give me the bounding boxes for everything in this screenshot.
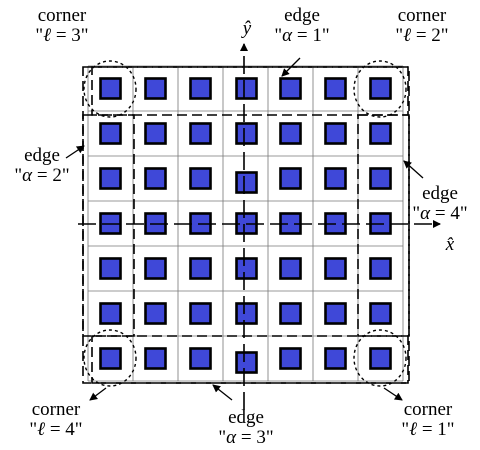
unit-cell-square [279,347,302,370]
unit-cell-square [144,302,167,325]
unit-cell-square [189,302,212,325]
unit-cell-square [99,347,122,370]
x-axis-label: x̂ [445,234,455,255]
arrow-edge-top [281,57,301,77]
unit-cell-square [189,257,212,280]
corner-circle-bl [83,329,137,387]
unit-cell-square [189,122,212,145]
arrow-corner-bl [89,387,107,401]
unit-cell-square [189,167,212,190]
unit-cell-square [369,77,392,100]
unit-cells [99,77,392,374]
unit-cell-square [235,171,258,194]
axes [78,43,441,410]
unit-cell-square [324,167,347,190]
unit-cell-square [324,302,347,325]
unit-cell-square [99,77,122,100]
unit-cell-square [99,302,122,325]
unit-cell-square [144,257,167,280]
unit-cell-square [99,257,122,280]
unit-cell-square [324,257,347,280]
unit-cell-square [144,77,167,100]
edge-label-bottom: edge "α = 3" [218,407,274,448]
arrow-edge-left [65,145,85,159]
unit-cell-square [235,77,258,100]
top-edge-box [91,66,409,116]
unit-cell-square [189,77,212,100]
edge-label-right: edge "α = 4" [412,183,468,224]
unit-cell-square [279,167,302,190]
corner-circle-tl [83,60,137,118]
corner-circle-br [353,329,407,387]
unit-cell-square [144,347,167,370]
unit-cell-square [189,347,212,370]
unit-cell-square [369,167,392,190]
corner-label-tr: corner "ℓ = 2" [395,5,449,46]
y-axis-label: ŷ [241,18,252,39]
unit-cell-square [369,257,392,280]
unit-cell-square [279,122,302,145]
unit-cell-square [324,77,347,100]
bottom-edge-box [91,335,409,384]
unit-cell-square [279,302,302,325]
unit-cell-square [369,122,392,145]
corner-label-br: corner "ℓ = 1" [401,399,455,440]
unit-cell-square [144,167,167,190]
corner-label-tl: corner "ℓ = 3" [35,5,89,46]
arrow-edge-right [403,160,424,179]
edge-label-top: edge "α = 1" [274,5,330,46]
unit-cell-square [324,347,347,370]
arrow-edge-bottom [212,384,233,401]
pointer-arrows [65,57,424,401]
unit-cell-square [144,122,167,145]
grid-lines [87,65,404,382]
unit-cell-square [279,257,302,280]
unit-cell-square [235,351,258,374]
corner-label-bl: corner "ℓ = 4" [29,399,83,440]
unit-cell-square [235,122,258,145]
unit-cell-square [99,122,122,145]
unit-cell-square [235,302,258,325]
unit-cell-square [235,257,258,280]
unit-cell-square [99,167,122,190]
unit-cell-square [369,347,392,370]
edge-label-left: edge "α = 2" [14,145,70,186]
unit-cell-square [279,77,302,100]
arrow-corner-br [383,387,403,401]
unit-cell-square [369,302,392,325]
unit-cell-square [324,122,347,145]
region-boxes [82,66,410,384]
corner-circle-tr [353,60,407,118]
corner-circles [83,60,407,387]
